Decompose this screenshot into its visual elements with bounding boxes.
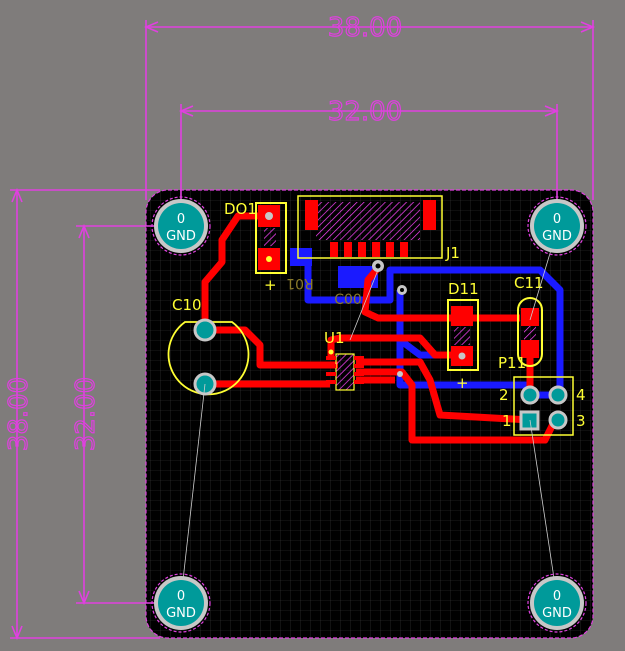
do1-label: DO1 (224, 200, 257, 218)
u1-label: U1 (324, 329, 345, 347)
p11-header[interactable] (513, 376, 574, 436)
p11-pin-3: 3 (576, 412, 586, 430)
p11-pin-1: 1 (502, 412, 512, 430)
mounting-hole-tr-net: 0 (553, 212, 561, 227)
mounting-hole-bottom-right[interactable] (527, 573, 587, 633)
d11-label: D11 (448, 280, 479, 298)
c11-capacitor[interactable] (517, 297, 543, 367)
j1-connector[interactable] (297, 195, 443, 259)
dimension-outer-height (10, 187, 160, 641)
mounting-hole-br-name: GND (542, 606, 572, 621)
mounting-hole-bottom-left[interactable] (151, 573, 211, 633)
c00-bottom-label: C00 (334, 292, 362, 308)
u1-ic[interactable] (326, 349, 364, 391)
c10-label: C10 (172, 296, 202, 314)
mounting-hole-tr-name: GND (542, 229, 572, 244)
mounting-hole-br-net: 0 (553, 589, 561, 604)
c11-label: C11 (514, 274, 544, 292)
p11-pin-4: 4 (576, 386, 586, 404)
mounting-hole-tl-name: GND (166, 229, 196, 244)
mounting-hole-tl-net: 0 (177, 212, 185, 227)
do1-component[interactable] (255, 202, 287, 274)
mounting-hole-top-right[interactable] (527, 196, 587, 256)
top-copper-traces (201, 212, 559, 444)
board-grid (145, 189, 594, 639)
mounting-hole-bl-net: 0 (177, 589, 185, 604)
d11-diode[interactable] (447, 299, 479, 371)
c10-capacitor[interactable] (167, 318, 250, 396)
j1-label: J1 (445, 244, 460, 262)
p11-label: P11 (498, 354, 526, 372)
p11-pin-2: 2 (499, 386, 509, 404)
dimension-outer-width (143, 20, 596, 200)
r01-bottom-label: R01 (286, 275, 314, 291)
mounting-hole-bl-name: GND (166, 606, 196, 621)
dimension-outer-height-label: 38.00 (4, 377, 34, 451)
dimension-inner-width-label: 32.00 (328, 97, 402, 127)
do1-polarity: + (264, 276, 277, 294)
dimension-outer-width-label: 38.00 (328, 13, 402, 43)
dimension-inner-width (178, 104, 560, 200)
d11-polarity: + (456, 374, 469, 392)
dimension-inner-height-label: 32.00 (71, 377, 101, 451)
vias (372, 260, 407, 377)
ratsnest (180, 229, 558, 599)
mounting-hole-top-left[interactable] (151, 196, 211, 256)
